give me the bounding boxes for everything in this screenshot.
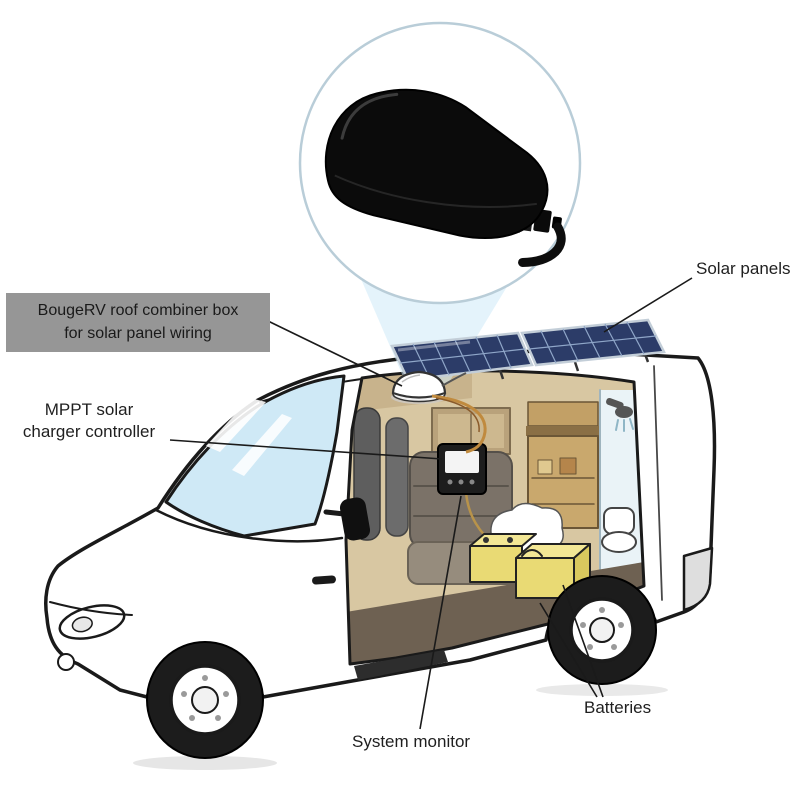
ground-shadow [133, 684, 668, 770]
combiner-box-product [324, 88, 566, 267]
mppt-controller-label: MPPT solar charger controller [8, 399, 170, 444]
toilet [601, 507, 637, 553]
door-step [354, 650, 448, 680]
windshield [164, 374, 346, 538]
batteries-leader-line-1 [539, 602, 598, 698]
batteries [464, 490, 591, 599]
panel-wire [441, 372, 467, 387]
rear-seam [653, 365, 663, 601]
roof-combiner-box-dome [391, 370, 487, 454]
combiner-box-label: BougeRV roof combiner box for solar pane… [6, 293, 270, 353]
solar-panels-label: Solar panels [696, 259, 791, 278]
fog-light [57, 653, 75, 671]
combiner-box-label-line2: for solar panel wiring [64, 324, 212, 342]
solar-panels-leader-line [603, 277, 693, 333]
bumper-crease [49, 601, 133, 616]
side-mirror [323, 497, 371, 541]
system-monitor-label: System monitor [352, 732, 471, 751]
combiner-box-leader-line [267, 320, 403, 387]
mppt-leader-line [169, 439, 443, 460]
camper-van [44, 348, 717, 759]
mppt-label-line1: MPPT solar [44, 400, 134, 419]
interior-cable [431, 394, 487, 454]
front-wheel [146, 641, 264, 759]
cowl-line [154, 508, 344, 543]
combiner-box-product-inset [298, 21, 582, 305]
rear-wheel [547, 575, 657, 685]
shower-head [606, 397, 634, 432]
rear-bumper [682, 546, 714, 612]
door-handle [312, 575, 336, 585]
combiner-box-label-line1: BougeRV roof combiner box [37, 302, 239, 319]
batteries-leader-line-2 [562, 584, 604, 698]
mppt-label-line2: charger controller [22, 422, 156, 442]
system-monitor-device [445, 451, 479, 473]
system-monitor-leader-line [419, 495, 462, 730]
mppt-charger-controller [437, 443, 487, 495]
batteries-label: Batteries [584, 698, 652, 717]
